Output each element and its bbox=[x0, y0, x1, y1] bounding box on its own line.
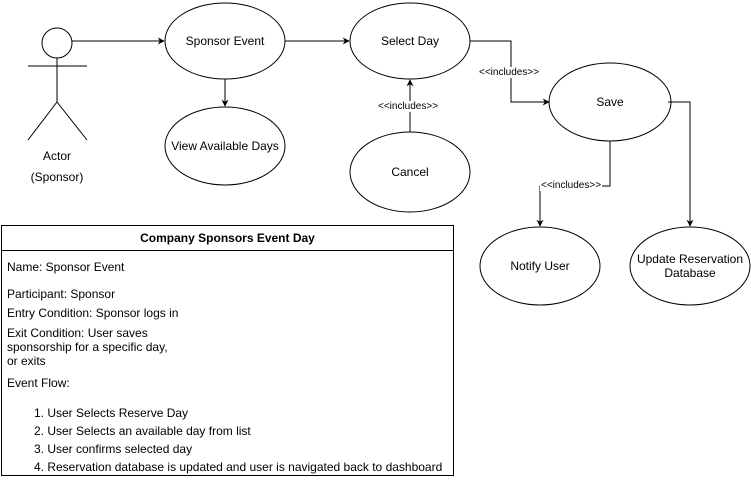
spec-event-flow-label: Event Flow: bbox=[7, 376, 70, 390]
includes-label-select-save: <<includes>> bbox=[478, 67, 541, 78]
spec-exit-condition-1: Exit Condition: User saves bbox=[7, 326, 148, 340]
event-flow-step: 2. User Selects an available day from li… bbox=[34, 424, 251, 438]
spec-name: Name: Sponsor Event bbox=[7, 260, 125, 274]
includes-label-cancel-select: <<includes>> bbox=[377, 101, 440, 112]
actor-name: Actor bbox=[42, 149, 71, 163]
spec-exit-condition-3: or exits bbox=[7, 354, 46, 368]
view-available-days-label: View Available Days bbox=[171, 139, 279, 153]
cancel-label: Cancel bbox=[391, 165, 429, 179]
use-case-update-reservation-database bbox=[629, 226, 751, 306]
edge-save-to-update-database bbox=[668, 101, 694, 227]
spec-event-flow-steps: 1. User Selects Reserve Day 2. User Sele… bbox=[34, 404, 442, 476]
use-case-view-available-days bbox=[164, 106, 286, 186]
spec-entry-condition: Entry Condition: Sponsor logs in bbox=[7, 306, 179, 320]
actor-figure bbox=[27, 27, 88, 141]
save-label: Save bbox=[596, 95, 624, 109]
update-reservation-database-label: Update Reservation Database bbox=[636, 252, 744, 280]
actor-role: (Sponsor) bbox=[30, 170, 84, 184]
sponsor-event-label: Sponsor Event bbox=[185, 34, 265, 48]
actor-head bbox=[41, 27, 73, 59]
notify-user-label: Notify User bbox=[510, 259, 570, 273]
actor-left-leg bbox=[27, 101, 58, 141]
spec-exit-condition-2: sponsorship for a specific day, bbox=[7, 340, 168, 354]
spec-participant: Participant: Sponsor bbox=[7, 287, 116, 301]
event-flow-step: 3. User confirms selected day bbox=[34, 442, 193, 456]
use-case-notify-user bbox=[479, 226, 601, 306]
event-flow-step: 4. Reservation database is updated and u… bbox=[34, 460, 443, 474]
use-case-specification: Company Sponsors Event Day Name: Sponsor… bbox=[1, 225, 454, 476]
spec-title: Company Sponsors Event Day bbox=[2, 226, 453, 251]
actor-right-leg bbox=[56, 101, 88, 141]
select-day-label: Select Day bbox=[380, 34, 440, 48]
event-flow-step: 1. User Selects Reserve Day bbox=[34, 406, 189, 420]
includes-label-save-notify: <<includes>> bbox=[540, 180, 603, 191]
